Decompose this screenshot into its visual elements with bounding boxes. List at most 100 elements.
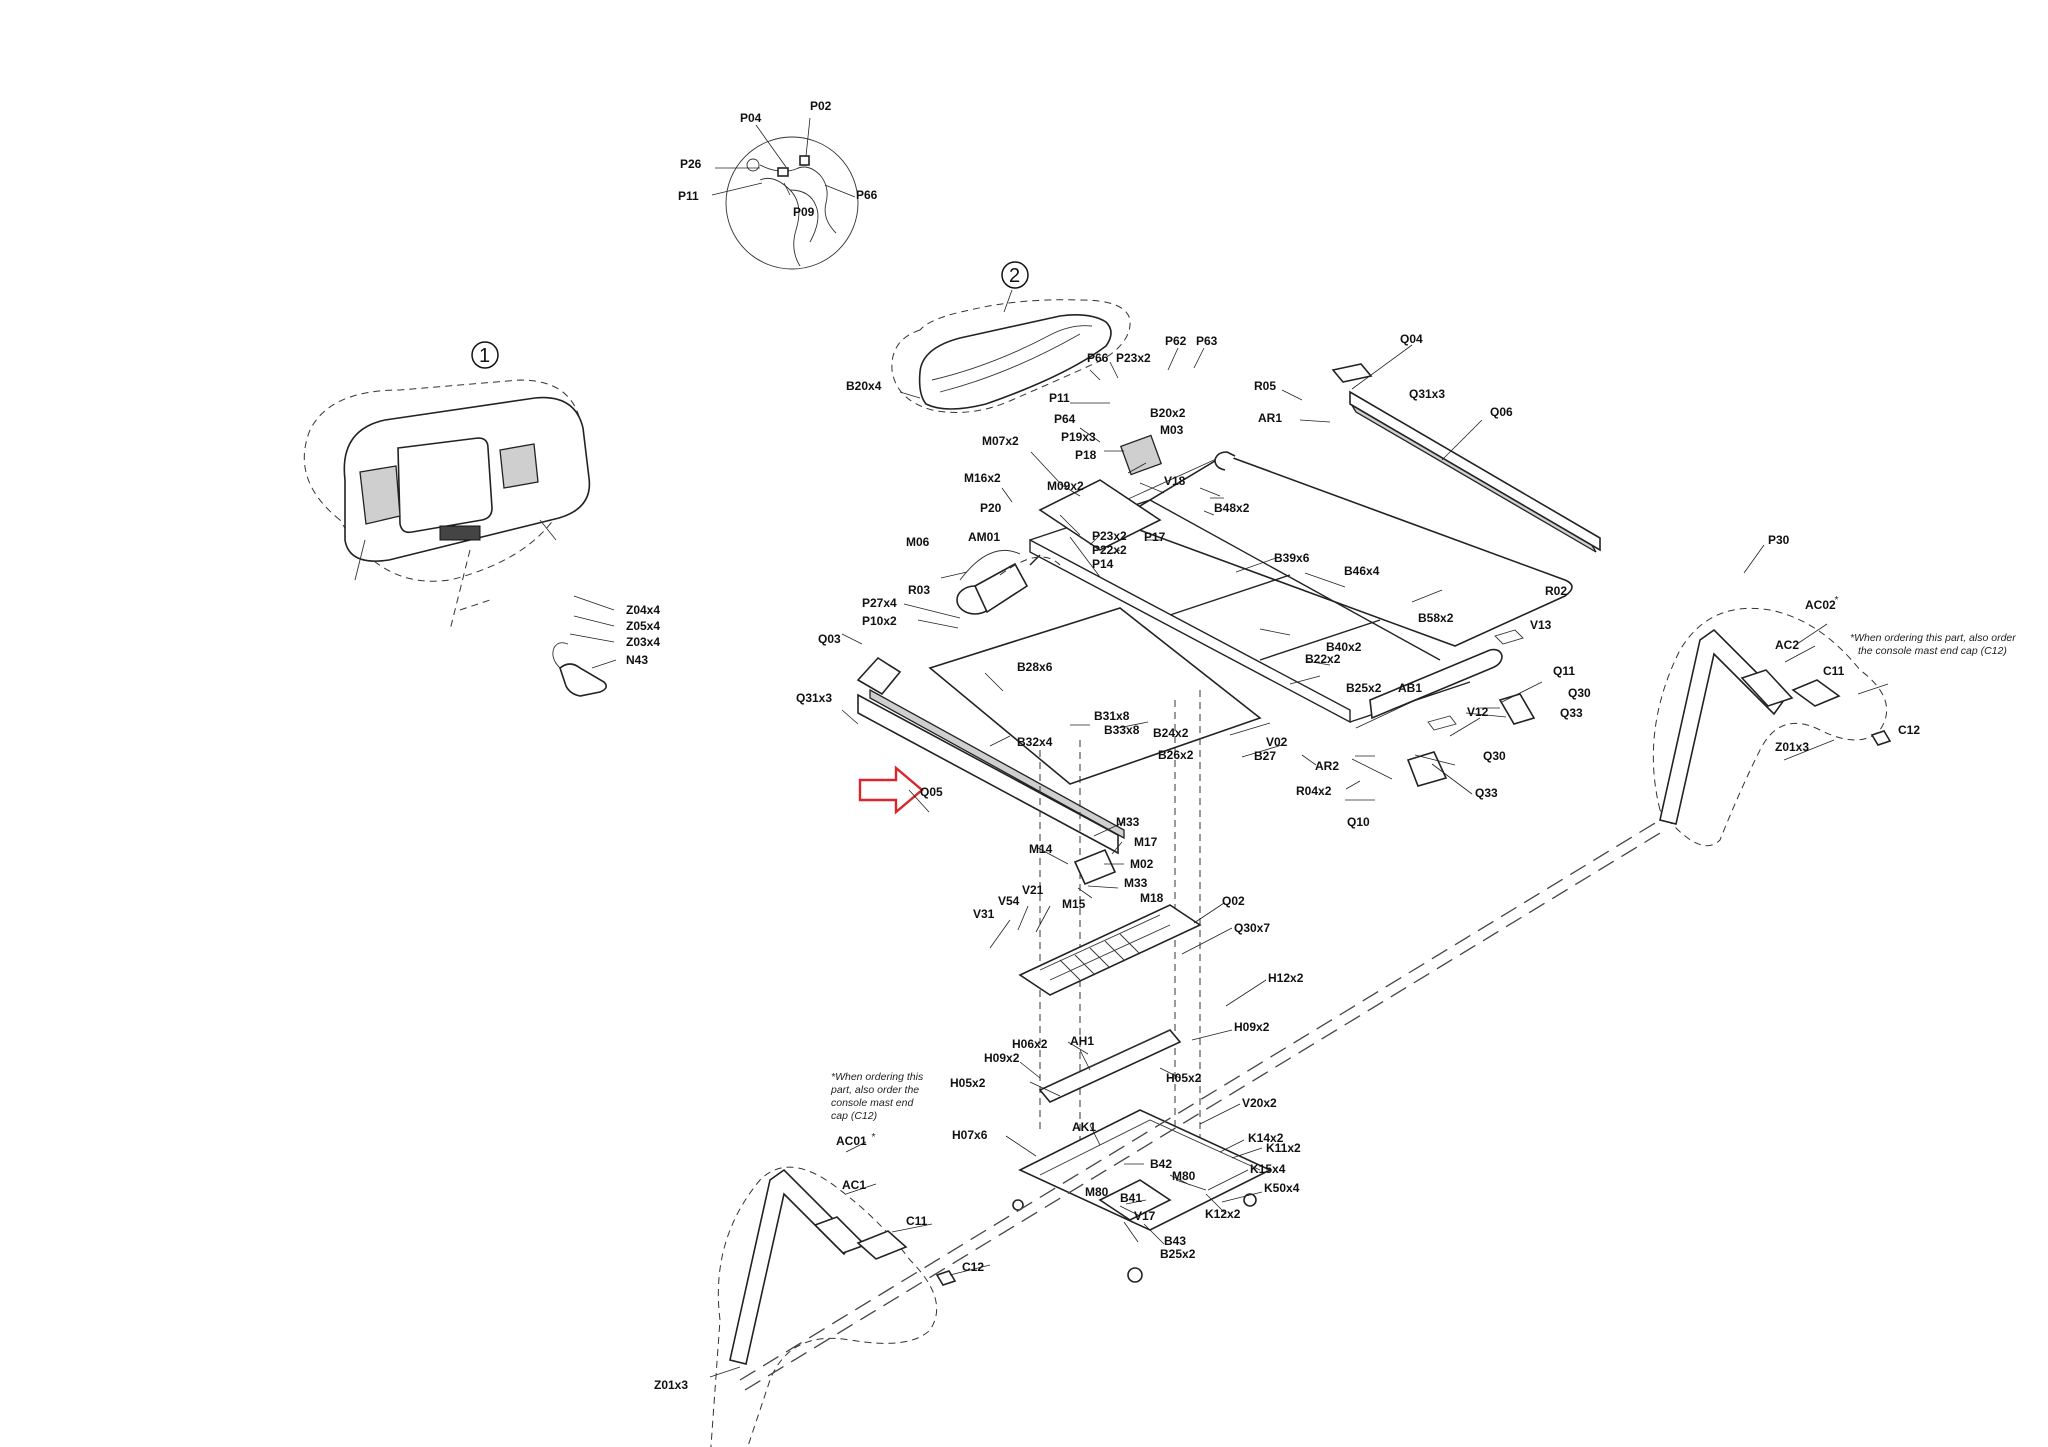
handrails — [710, 607, 1892, 1447]
callout-p09: P09 — [793, 205, 815, 219]
callout-q02: Q02 — [1222, 894, 1245, 908]
callout-v20x2: V20x2 — [1242, 1096, 1277, 1110]
callout-q06: Q06 — [1490, 405, 1513, 419]
callout-v54: V54 — [998, 894, 1020, 908]
deck-frame — [856, 363, 1601, 855]
right-note-line-2: the console mast end cap (C12) — [1858, 645, 2007, 657]
callout-h05x2: H05x2 — [950, 1076, 986, 1090]
callout-q31x3: Q31x3 — [1409, 387, 1445, 401]
callout-b26x2: B26x2 — [1158, 748, 1194, 762]
callout-b25x2: B25x2 — [1346, 681, 1382, 695]
callout-m07x2: M07x2 — [982, 434, 1019, 448]
callout-z04x4: Z04x4 — [626, 603, 660, 617]
callout-m06: M06 — [906, 535, 930, 549]
callout-ac02: AC02 — [1805, 598, 1836, 612]
callout-c12: C12 — [1898, 723, 1920, 737]
callout-q30x7: Q30x7 — [1234, 921, 1270, 935]
callout-p20: P20 — [980, 501, 1002, 515]
callout-p14: P14 — [1092, 557, 1114, 571]
callout-p66: P66 — [856, 188, 878, 202]
right-note-line-1: *When ordering this part, also order — [1850, 632, 2016, 644]
callout-p30: P30 — [1768, 533, 1790, 547]
callout-r04x2: R04x2 — [1296, 784, 1332, 798]
highlight-arrow-icon — [858, 765, 924, 815]
callout-ar1: AR1 — [1258, 411, 1282, 425]
callout-b27: B27 — [1254, 749, 1276, 763]
callout-v21: V21 — [1022, 883, 1044, 897]
callout-r03: R03 — [908, 583, 930, 597]
callout-c11-b: C11 — [906, 1214, 928, 1228]
callout-2: 2 — [1009, 265, 1020, 287]
callout-b41: B41 — [1120, 1191, 1142, 1205]
callout-h07x6: H07x6 — [952, 1128, 988, 1142]
callout-p10x2: P10x2 — [862, 614, 897, 628]
callout-z01x3-b: Z01x3 — [654, 1378, 688, 1392]
callout-b24x2: B24x2 — [1153, 726, 1189, 740]
callout-b33x8: B33x8 — [1104, 723, 1140, 737]
callout-b20x4: B20x4 — [846, 379, 882, 393]
callout-p26: P26 — [680, 157, 702, 171]
callout-z01x3: Z01x3 — [1775, 740, 1809, 754]
callout-b22x2: B22x2 — [1305, 652, 1341, 666]
console-group — [303, 341, 608, 697]
callout-v13: V13 — [1530, 618, 1552, 632]
callout-k15x4: K15x4 — [1250, 1162, 1286, 1176]
callout-p17: P17 — [1144, 530, 1166, 544]
callout-p23x2: P23x2 — [1116, 351, 1151, 365]
callout-ac2: AC2 — [1775, 638, 1799, 652]
callout-k50x4: K50x4 — [1264, 1181, 1300, 1195]
callout-p62: P62 — [1165, 334, 1187, 348]
callout-k12x2: K12x2 — [1205, 1207, 1241, 1221]
callout-m15: M15 — [1062, 897, 1086, 911]
callout-p11: P11 — [678, 189, 699, 203]
callout-q33-b: Q33 — [1475, 786, 1498, 800]
callout-h12x2: H12x2 — [1268, 971, 1304, 985]
callout-q30: Q30 — [1568, 686, 1591, 700]
callout-k14x2: K14x2 — [1248, 1131, 1284, 1145]
wiring-detail — [725, 136, 859, 270]
callout-q03: Q03 — [818, 632, 841, 646]
asterisk-ac01: * — [871, 1131, 876, 1143]
lower-assembly — [1012, 690, 1272, 1283]
callout-m18: M18 — [1140, 891, 1164, 905]
callout-p19x3: P19x3 — [1061, 430, 1096, 444]
callout-v02: V02 — [1266, 735, 1288, 749]
callout-b48x2: B48x2 — [1214, 501, 1250, 515]
callout-m80-b: M80 — [1085, 1185, 1109, 1199]
callout-v18: V18 — [1164, 474, 1186, 488]
callout-k11x2: K11x2 — [1266, 1141, 1301, 1155]
callout-r05: R05 — [1254, 379, 1276, 393]
callout-p22x2: P22x2 — [1092, 543, 1127, 557]
callout-c12-b: C12 — [962, 1260, 984, 1274]
callout-ac1: AC1 — [842, 1178, 866, 1192]
callout-m17: M17 — [1134, 835, 1158, 849]
callout-h09x2: H09x2 — [1234, 1020, 1270, 1034]
callout-h06x2: H06x2 — [1012, 1037, 1048, 1051]
callout-p23x2-b: P23x2 — [1092, 529, 1127, 543]
callout-z03x4: Z03x4 — [626, 635, 660, 649]
callout-m14: M14 — [1029, 842, 1053, 856]
motor-hood-group — [891, 261, 1131, 413]
callout-ah1: AH1 — [1070, 1034, 1094, 1048]
callout-b58x2: B58x2 — [1418, 611, 1454, 625]
callout-b40x2: B40x2 — [1326, 640, 1362, 654]
left-note-line-1: *When ordering this — [831, 1071, 924, 1083]
callout-b28x6: B28x6 — [1017, 660, 1053, 674]
callout-b32x4: B32x4 — [1017, 735, 1053, 749]
callout-b43: B43 — [1164, 1234, 1186, 1248]
callout-p64: P64 — [1054, 412, 1076, 426]
callout-r02: R02 — [1545, 584, 1567, 598]
callout-m33-b: M33 — [1124, 876, 1148, 890]
left-note-line-2: part, also order the — [830, 1084, 919, 1096]
left-note-line-3: console mast end — [831, 1097, 914, 1109]
callout-p18: P18 — [1075, 448, 1097, 462]
callout-m03: M03 — [1160, 423, 1184, 437]
asterisk-ac02: * — [1834, 594, 1839, 606]
callout-q30-b: Q30 — [1483, 749, 1506, 763]
callout-b20x2: B20x2 — [1150, 406, 1186, 420]
callout-p66-b: P66 — [1087, 351, 1109, 365]
callout-m33: M33 — [1116, 815, 1140, 829]
callout-b39x6: B39x6 — [1274, 551, 1310, 565]
callout-h05x2-b: H05x2 — [1166, 1071, 1202, 1085]
